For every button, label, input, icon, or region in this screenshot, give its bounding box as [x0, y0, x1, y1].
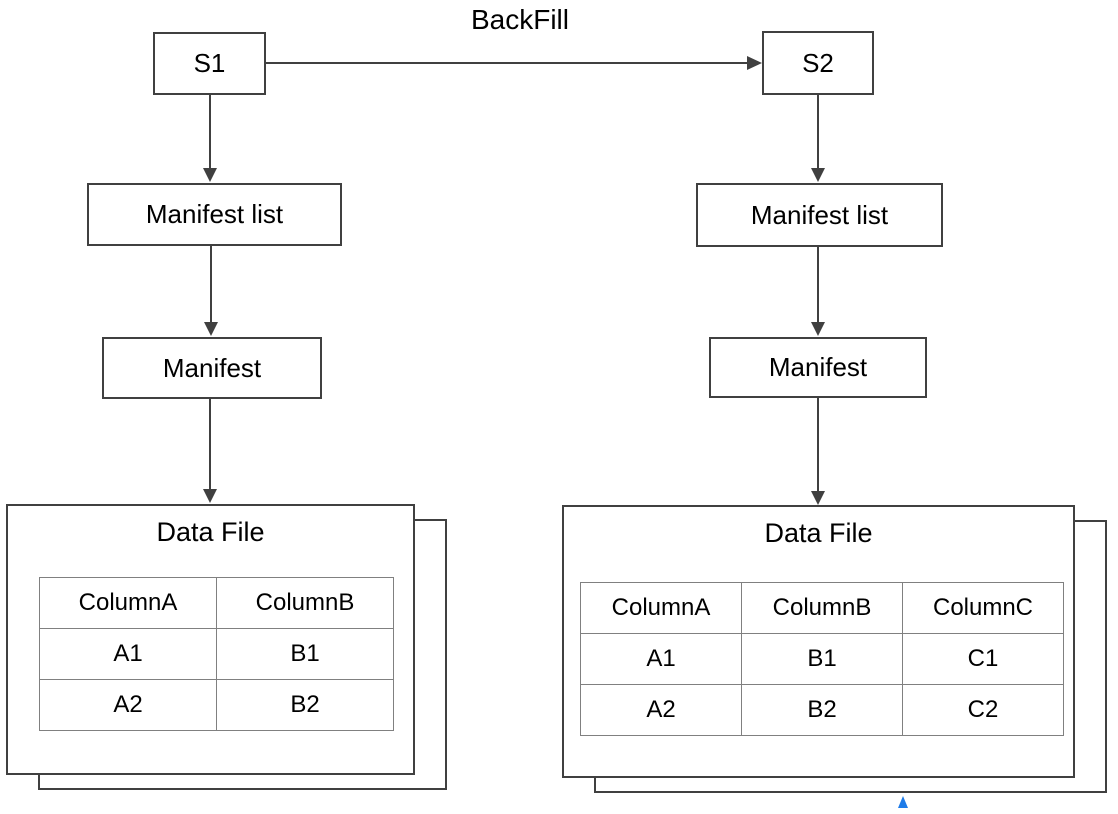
node-label: Manifest: [768, 352, 868, 382]
arrow-manifest-to-data-file-right: [811, 398, 825, 505]
table-cell: B1: [216, 628, 394, 680]
arrow-s2-to-manifest-list: [811, 95, 825, 182]
arrow-manifest-list-to-manifest-left: [204, 246, 218, 336]
table-cell: A1: [580, 633, 742, 685]
table-cell: B1: [741, 633, 903, 685]
node-label: Manifest list: [145, 199, 284, 229]
arrow-manifest-to-data-file-left: [203, 399, 217, 503]
node-label: Manifest list: [750, 199, 889, 230]
node-manifest-right: Manifest: [709, 337, 927, 398]
column-header: ColumnB: [741, 582, 903, 634]
backfill-edge-label: BackFill: [470, 4, 569, 35]
node-snapshot-s1: S1: [153, 32, 266, 95]
table-cell: A2: [39, 679, 217, 731]
node-label: S2: [802, 47, 834, 78]
node-manifest-list-left: Manifest list: [87, 183, 342, 246]
column-header: ColumnB: [216, 577, 394, 629]
arrow-s1-to-s2: [266, 56, 762, 70]
data-file-title-left: Data File: [156, 517, 265, 547]
column-header: ColumnA: [580, 582, 742, 634]
arrow-manifest-list-to-manifest-right: [811, 247, 825, 336]
table-cell: B2: [216, 679, 394, 731]
node-manifest-list-right: Manifest list: [696, 183, 943, 247]
arrow-s1-to-manifest-list: [203, 95, 217, 182]
table-cell: B2: [741, 684, 903, 736]
node-label: Manifest: [162, 352, 262, 383]
node-label: S1: [193, 48, 226, 78]
node-snapshot-s2: S2: [762, 31, 874, 95]
node-manifest-left: Manifest: [102, 337, 322, 399]
blue-cursor-marker-icon: [898, 796, 908, 808]
table-cell: C2: [902, 684, 1064, 736]
column-header: ColumnC: [902, 582, 1064, 634]
table-cell: C1: [902, 633, 1064, 685]
table-cell: A1: [39, 628, 217, 680]
data-file-title-right: Data File: [764, 518, 873, 548]
table-cell: A2: [580, 684, 742, 736]
column-header: ColumnA: [39, 577, 217, 629]
